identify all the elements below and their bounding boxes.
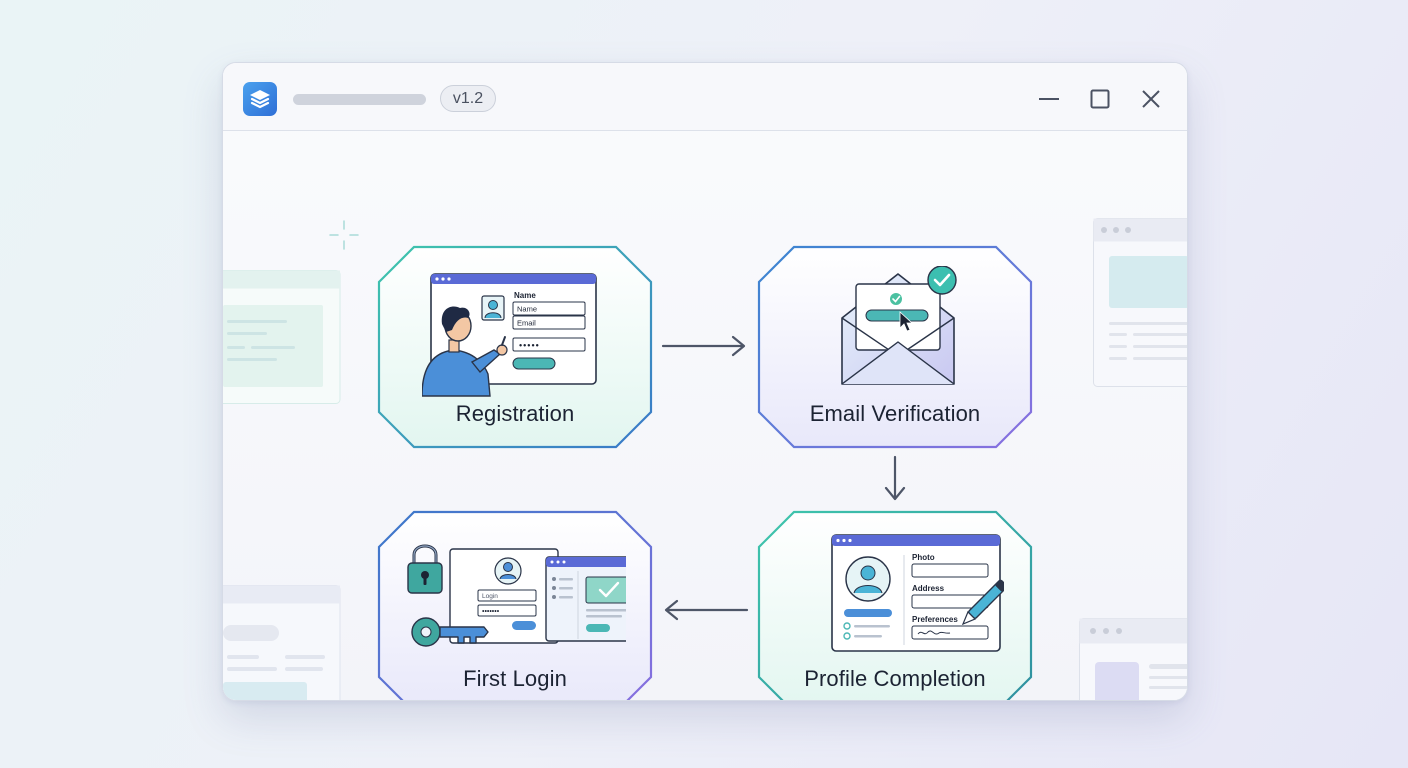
background-panel-left-top xyxy=(223,270,341,404)
arrow-down-icon xyxy=(884,455,906,501)
password-mask: ••••••• xyxy=(482,609,500,616)
arrow-left-icon xyxy=(664,599,749,621)
step-profile-completion-card[interactable]: Photo Address Preferences Profile Comple… xyxy=(757,510,1033,700)
background-panel-right-bottom xyxy=(1079,618,1187,700)
background-panel-left-bottom xyxy=(223,585,341,700)
app-logo-layers-icon xyxy=(243,82,277,116)
window-title-placeholder xyxy=(293,94,426,105)
title-bar: v1.2 xyxy=(223,63,1187,131)
user-registration-form-icon: Name Name Email ••••• xyxy=(422,273,597,397)
name-label: Name xyxy=(514,291,536,300)
arrow-right-icon xyxy=(661,335,746,357)
name-field: Name xyxy=(517,305,537,314)
envelope-verified-icon xyxy=(841,266,957,385)
login-field: Login xyxy=(482,593,498,600)
email-field: Email xyxy=(517,319,536,328)
minus-icon xyxy=(1039,98,1059,100)
step-label: Email Verification xyxy=(809,401,981,426)
photo-label: Photo xyxy=(912,553,935,562)
background-panel-right-top xyxy=(1093,218,1187,387)
step-label: Profile Completion xyxy=(804,666,986,691)
step-registration-card[interactable]: Name Name Email ••••• Registration xyxy=(377,245,653,449)
sparkle-icon xyxy=(329,220,359,250)
x-icon xyxy=(1142,90,1160,108)
version-badge: v1.2 xyxy=(440,85,496,112)
maximize-button[interactable] xyxy=(1084,83,1116,115)
password-mask: ••••• xyxy=(519,341,540,351)
close-button[interactable] xyxy=(1135,83,1167,115)
lock-key-login-icon: Login ••••••• xyxy=(407,544,626,647)
minimize-button[interactable] xyxy=(1033,83,1065,115)
square-icon xyxy=(1090,89,1110,109)
profile-form-pen-icon: Photo Address Preferences xyxy=(831,534,1004,652)
address-label: Address xyxy=(912,584,945,593)
preferences-label: Preferences xyxy=(912,615,958,624)
flow-canvas: Name Name Email ••••• Registration xyxy=(223,130,1187,700)
step-label: First Login xyxy=(463,666,567,691)
step-label: Registration xyxy=(455,401,575,426)
step-first-login-card[interactable]: Login ••••••• xyxy=(377,510,653,700)
app-window: v1.2 xyxy=(222,62,1188,701)
step-email-verification-card[interactable]: Email Verification xyxy=(757,245,1033,449)
